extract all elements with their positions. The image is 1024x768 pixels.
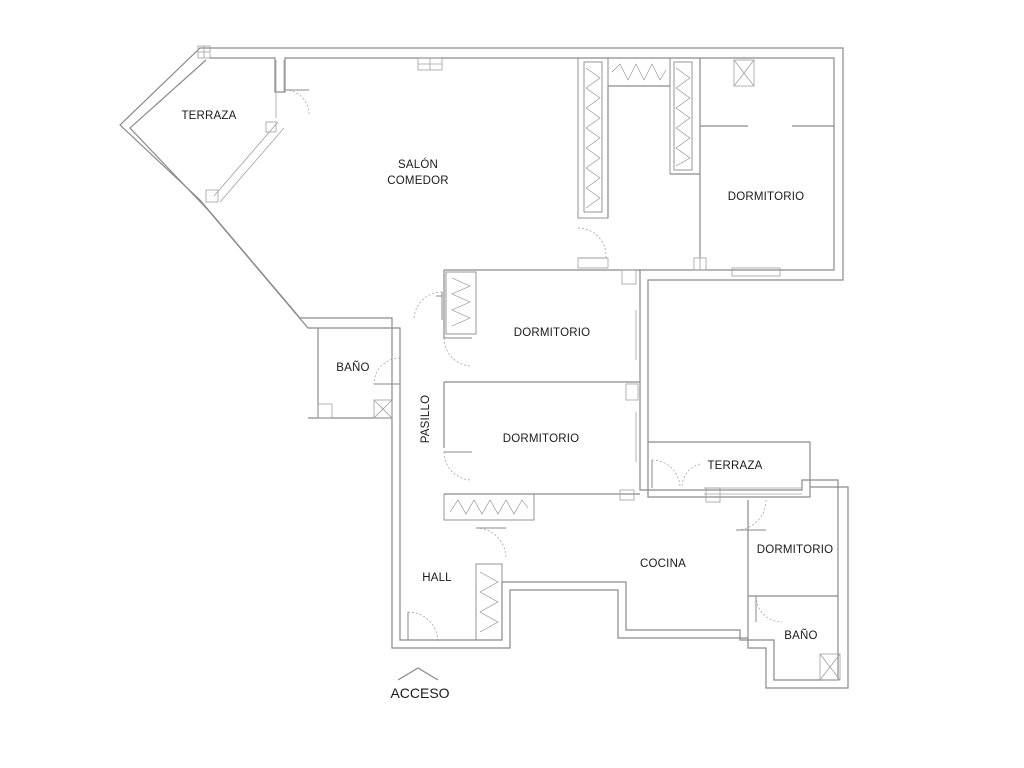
bano-left [308,328,401,419]
label-acceso: ACCESO [390,685,449,701]
label-terraza-top: TERRAZA [181,110,236,122]
closets-upper [577,57,701,258]
entrance-marker [397,667,439,681]
label-comedor: COMEDOR [387,175,448,187]
label-bano-lower-right: BAÑO [784,629,817,642]
middle-bedrooms [413,269,640,501]
label-dormitorio-upper-right: DORMITORIO [728,191,805,203]
label-hall: HALL [422,572,452,584]
label-bano-left: BAÑO [336,361,369,374]
label-pasillo: PASILLO [420,395,432,444]
hall-closets [407,493,535,643]
label-terraza-bottom: TERRAZA [707,460,762,472]
upper-right-room [577,59,834,277]
label-dormitorio-middle-bottom: DORMITORIO [503,433,580,445]
outer-walls [119,47,849,689]
label-dormitorio-middle-top: DORMITORIO [514,327,591,339]
kitchen-area [648,441,841,681]
label-dormitorio-lower-right: DORMITORIO [757,544,834,556]
label-cocina: COCINA [640,558,686,570]
radiator-salon [417,57,443,71]
label-salon: SALÓN [398,158,438,171]
terraza-glazing [197,45,310,203]
